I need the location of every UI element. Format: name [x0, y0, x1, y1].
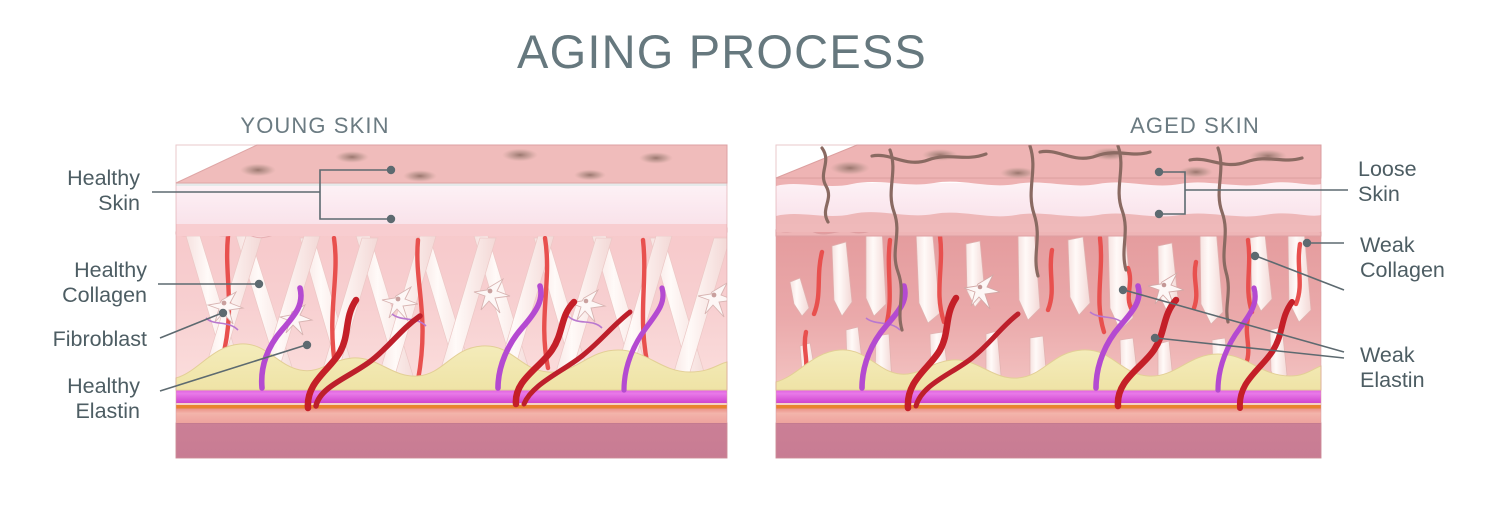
label-healthy-elastin-line1: Healthy: [67, 374, 140, 398]
label-healthy-elastin-line2: Elastin: [75, 399, 140, 423]
label-loose-skin-line1: Loose: [1358, 157, 1417, 181]
young-thin-band: [176, 403, 727, 405]
label-fibroblast: Fibroblast: [53, 327, 147, 351]
aged-subcutaneous-layer: [775, 422, 1322, 459]
panel-title-aged: AGED SKIN: [1130, 113, 1260, 138]
label-weak-collagen: Weak Collagen: [1360, 233, 1445, 282]
young-block-outline: [175, 144, 728, 459]
label-fibroblast-line1: Fibroblast: [53, 327, 147, 351]
leader-loose-skin: [1154, 167, 1348, 219]
leader-weak-elastin: [1118, 285, 1345, 359]
young-orange-band: [176, 405, 727, 409]
young-capillary-wisps: [205, 313, 603, 331]
label-weak-elastin: Weak Elastin: [1360, 343, 1425, 392]
label-healthy-skin: Healthy Skin: [67, 166, 140, 215]
young-stratum-corneum: [176, 183, 727, 186]
young-upper-dermis: [176, 224, 727, 236]
label-loose-skin-line2: Skin: [1358, 182, 1400, 206]
aged-blood-vessels: [859, 283, 1295, 412]
leader-fibroblast: [159, 308, 228, 339]
label-weak-collagen-line2: Collagen: [1360, 258, 1445, 282]
young-fat-tissue: [175, 343, 728, 391]
label-healthy-skin-line1: Healthy: [67, 166, 140, 190]
young-blood-vessels: [258, 283, 666, 412]
label-healthy-collagen: Healthy Collagen: [62, 258, 147, 307]
label-weak-collagen-line1: Weak: [1360, 233, 1415, 257]
page-title: AGING PROCESS: [517, 25, 927, 78]
label-loose-skin: Loose Skin: [1358, 157, 1417, 206]
aged-salmon-layer: [776, 408, 1321, 423]
leader-healthy-collagen: [158, 279, 264, 289]
label-weak-elastin-line2: Elastin: [1360, 368, 1425, 392]
young-fibroblast-cells: [206, 277, 727, 336]
panel-title-young: YOUNG SKIN: [240, 113, 389, 138]
aged-epidermis-lower-edge: [776, 212, 1321, 224]
label-weak-elastin-line1: Weak: [1360, 343, 1415, 367]
young-subcutaneous-layer: [175, 422, 728, 459]
young-skin-block: [175, 144, 728, 459]
aged-thin-band: [776, 403, 1321, 405]
label-healthy-collagen-line2: Collagen: [62, 283, 147, 307]
young-surface-spots: [240, 148, 673, 182]
label-healthy-skin-line2: Skin: [98, 191, 140, 215]
leader-weak-collagen: [1250, 238, 1345, 291]
aged-skin-block: [775, 144, 1322, 459]
label-healthy-collagen-line1: Healthy: [74, 258, 147, 282]
label-healthy-elastin: Healthy Elastin: [67, 374, 140, 423]
young-salmon-layer: [176, 408, 727, 423]
aged-wrinkles: [820, 145, 1304, 332]
leader-healthy-skin: [152, 165, 396, 224]
leader-healthy-elastin: [159, 340, 312, 392]
aged-block-outline: [775, 144, 1322, 459]
aged-orange-band: [776, 405, 1321, 409]
aged-elastin-fragments: [801, 233, 1303, 381]
